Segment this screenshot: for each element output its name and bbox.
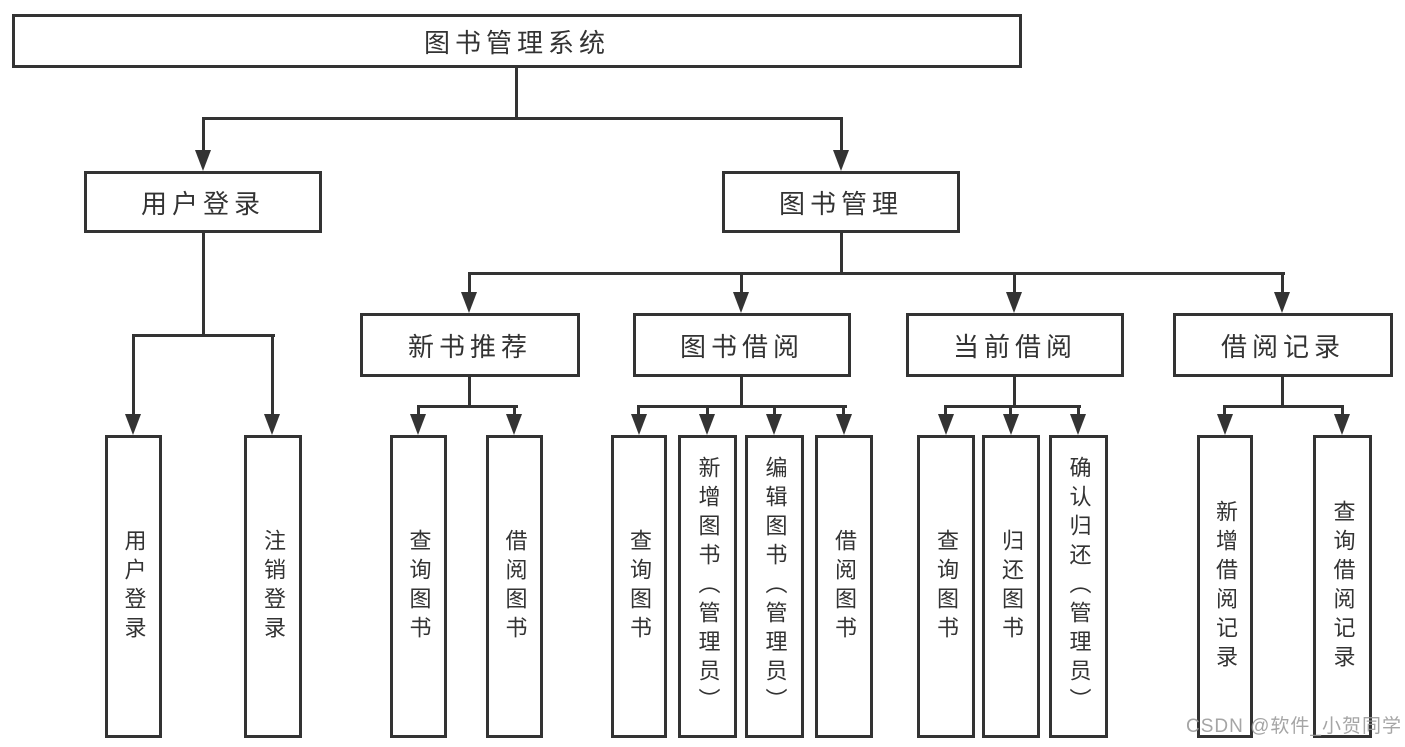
node-borrow-record: 借阅记录	[1173, 313, 1393, 377]
connector-vline	[1281, 272, 1284, 294]
connector-vline	[1013, 377, 1016, 408]
arrowhead-down-icon	[1003, 414, 1019, 435]
connector-hline	[1223, 405, 1344, 408]
arrowhead-down-icon	[833, 150, 849, 171]
connector-vline	[740, 377, 743, 408]
leaf-bb-add-book-admin: 新增图书（管理员）	[678, 435, 737, 738]
arrowhead-down-icon	[699, 414, 715, 435]
arrowhead-down-icon	[1334, 414, 1350, 435]
connector-vline	[706, 405, 709, 416]
connector-vline	[740, 272, 743, 294]
node-root: 图书管理系统	[12, 14, 1022, 68]
connector-vline	[840, 233, 843, 275]
arrowhead-down-icon	[264, 414, 280, 435]
arrowhead-down-icon	[195, 150, 211, 171]
leaf-bb-borrow-book: 借阅图书	[815, 435, 873, 738]
connector-hline	[132, 334, 275, 337]
leaf-cb-return-book: 归还图书	[982, 435, 1040, 738]
connector-vline	[1009, 405, 1012, 416]
leaf-bb-edit-book-admin: 编辑图书（管理员）	[745, 435, 804, 738]
leaf-cb-query-book: 查询图书	[917, 435, 975, 738]
connector-vline	[515, 68, 518, 120]
connector-vline	[1341, 405, 1344, 416]
connector-vline	[417, 405, 420, 416]
connector-vline	[271, 334, 274, 416]
connector-vline	[202, 233, 205, 337]
node-new-book: 新书推荐	[360, 313, 580, 377]
node-book-mgmt: 图书管理	[722, 171, 960, 233]
leaf-bb-query-book: 查询图书	[611, 435, 667, 738]
arrowhead-down-icon	[1217, 414, 1233, 435]
arrowhead-down-icon	[461, 292, 477, 313]
connector-vline	[468, 377, 471, 408]
connector-hline	[637, 405, 847, 408]
connector-vline	[202, 117, 205, 153]
connector-vline	[637, 405, 640, 416]
connector-vline	[132, 334, 135, 416]
connector-hline	[944, 405, 1081, 408]
connector-vline	[773, 405, 776, 416]
leaf-cb-confirm-return-admin: 确认归还（管理员）	[1049, 435, 1108, 738]
leaf-nb-query-book: 查询图书	[390, 435, 447, 738]
arrowhead-down-icon	[766, 414, 782, 435]
arrowhead-down-icon	[631, 414, 647, 435]
node-user-login: 用户登录	[84, 171, 322, 233]
connector-vline	[1223, 405, 1226, 416]
arrowhead-down-icon	[733, 292, 749, 313]
leaf-user-login: 用户登录	[105, 435, 162, 738]
connector-vline	[842, 405, 845, 416]
connector-vline	[1013, 272, 1016, 294]
arrowhead-down-icon	[836, 414, 852, 435]
connector-vline	[513, 405, 516, 416]
connector-vline	[1281, 377, 1284, 408]
leaf-br-add-record: 新增借阅记录	[1197, 435, 1253, 738]
arrowhead-down-icon	[125, 414, 141, 435]
watermark: CSDN @软件_小贺同学	[1186, 716, 1402, 737]
node-current-borrow: 当前借阅	[906, 313, 1124, 377]
node-book-borrow: 图书借阅	[633, 313, 851, 377]
connector-vline	[1077, 405, 1080, 416]
connector-vline	[840, 117, 843, 153]
leaf-logout-login: 注销登录	[244, 435, 302, 738]
connector-hline	[417, 405, 518, 408]
arrowhead-down-icon	[1070, 414, 1086, 435]
arrowhead-down-icon	[1274, 292, 1290, 313]
connector-vline	[944, 405, 947, 416]
arrowhead-down-icon	[1006, 292, 1022, 313]
leaf-br-query-record: 查询借阅记录	[1313, 435, 1372, 738]
connector-vline	[468, 272, 471, 294]
arrowhead-down-icon	[938, 414, 954, 435]
leaf-nb-borrow-book: 借阅图书	[486, 435, 543, 738]
connector-hline	[202, 117, 843, 120]
arrowhead-down-icon	[506, 414, 522, 435]
connector-hline	[468, 272, 1285, 275]
arrowhead-down-icon	[410, 414, 426, 435]
